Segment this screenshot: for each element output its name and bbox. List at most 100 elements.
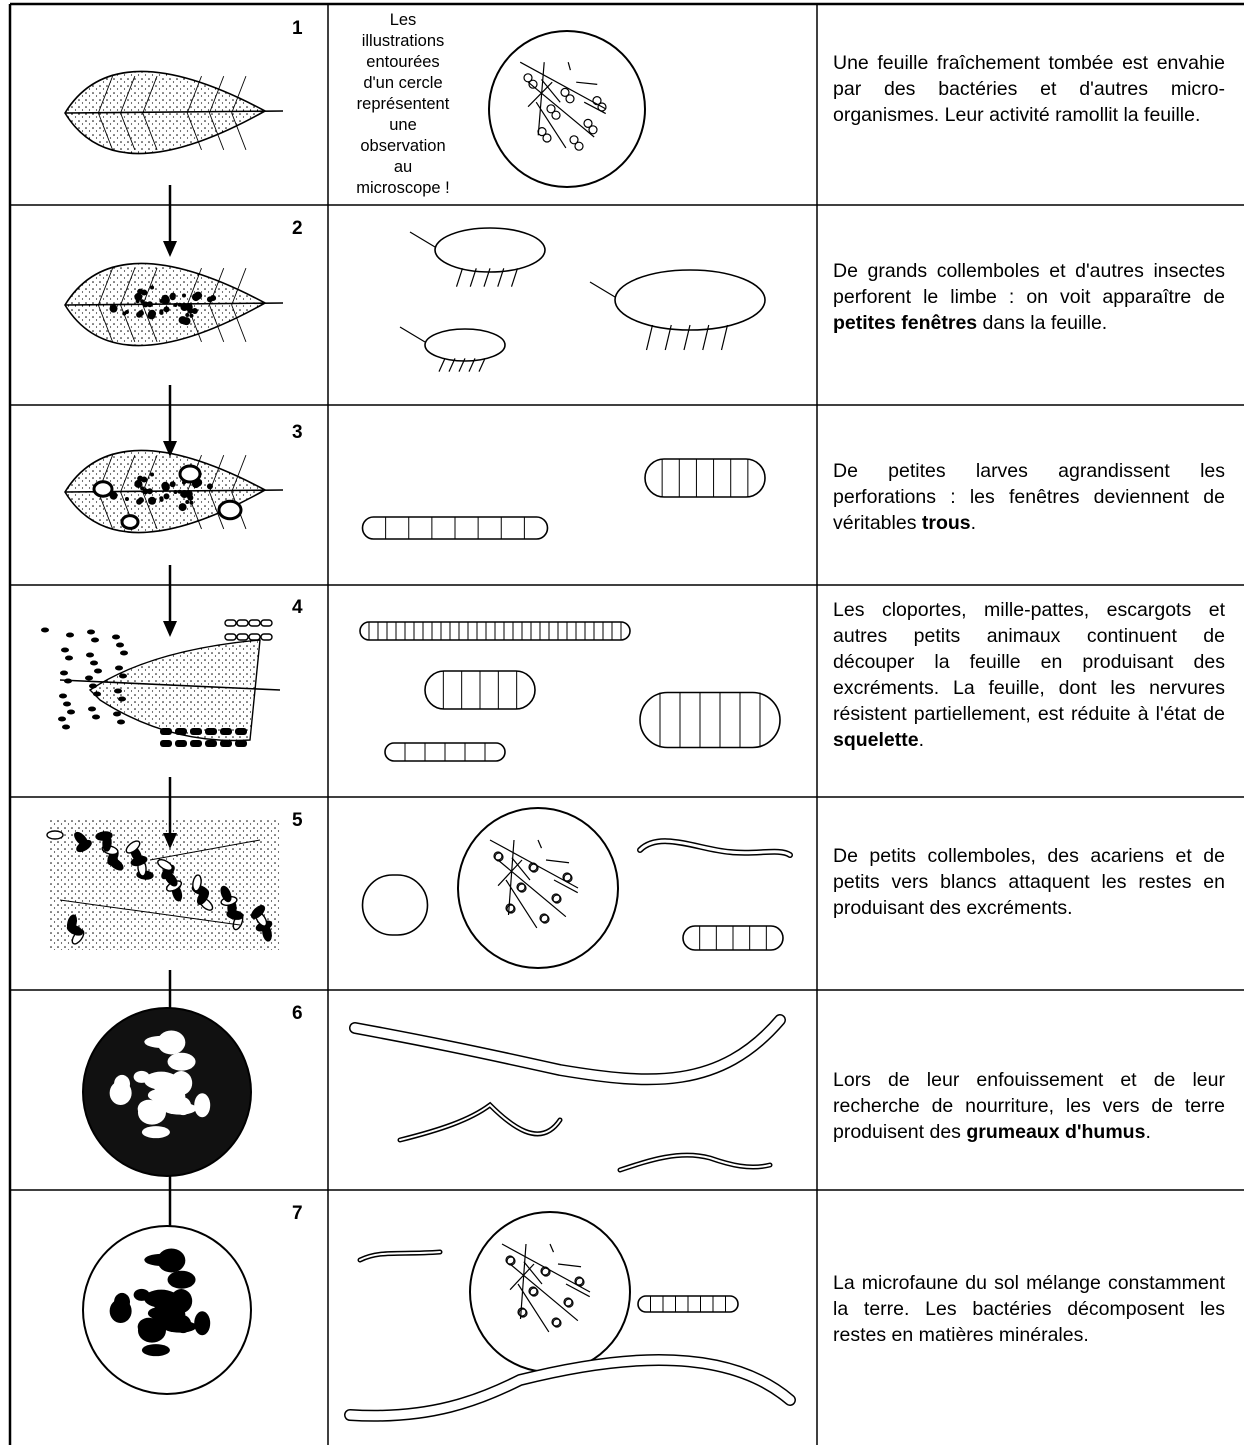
description-text: Les cloportes, mille-pattes, escargots e…: [833, 599, 1225, 725]
leaf-spot: [137, 476, 143, 482]
excrement-pellet: [92, 715, 100, 720]
stage-number: 4: [292, 597, 303, 619]
stage-number: 7: [292, 1203, 303, 1225]
antenna: [400, 327, 425, 342]
leaf-spot: [207, 483, 213, 489]
description-text: De petites larves agrandissent les perfo…: [833, 460, 1225, 534]
excrement-pellet: [220, 740, 232, 747]
excrement-pellet: [261, 634, 272, 640]
soil-crumb: [138, 1319, 166, 1343]
excrement-pellet: [60, 671, 68, 676]
excrement-pellet: [61, 648, 69, 653]
note-line: Les: [333, 10, 473, 31]
leaf-with-holes: [65, 450, 283, 532]
stage-description: La microfaune du sol mélange constamment…: [833, 1270, 1225, 1348]
note-line: représentent: [333, 94, 473, 115]
excrement-pellet: [87, 630, 95, 635]
excrement-pellet: [160, 740, 172, 747]
excrement-pellet: [58, 717, 66, 722]
description-text: La microfaune du sol mélange constamment…: [833, 1272, 1225, 1346]
soil-crumb: [168, 1271, 196, 1289]
excrement-pellet: [86, 653, 94, 658]
stage-number: 6: [292, 1003, 303, 1025]
excrement-pellet: [235, 728, 247, 735]
soil-crumb: [134, 1071, 150, 1083]
excrement-pellet: [235, 740, 247, 747]
leg: [647, 325, 653, 350]
body: [615, 270, 765, 330]
note-line: observation: [333, 136, 473, 157]
excrement-pellet: [113, 712, 121, 717]
soil-crumb: [168, 1053, 196, 1071]
stage-description: Une feuille fraîchement tombée est envah…: [833, 50, 1225, 128]
stage-number: 5: [292, 810, 303, 832]
soil-crumb: [144, 1254, 178, 1266]
earthworm-inner: [355, 1020, 780, 1079]
leaf-spot: [182, 294, 186, 298]
excrement-pellet: [160, 728, 172, 735]
springtail-round: [400, 327, 505, 372]
excrement-pellet: [237, 634, 248, 640]
excrement-pellet: [205, 728, 217, 735]
body: [645, 459, 765, 497]
excrement-pellet: [85, 676, 93, 681]
microscope-soil-bacteria: [470, 1212, 630, 1372]
leaf-fresh: [65, 71, 283, 153]
note-line: une: [333, 115, 473, 136]
note-line: illustrations: [333, 31, 473, 52]
excrement-pellet: [220, 728, 232, 735]
leaf-spot: [183, 317, 191, 325]
description-text: De grands collemboles et d'autres insect…: [833, 260, 1225, 308]
body: [425, 329, 505, 361]
leg: [457, 268, 463, 286]
excrement-pellet: [63, 702, 71, 707]
leaf-spot: [161, 482, 169, 490]
soil-crumb: [144, 1036, 178, 1048]
description-text: .: [919, 729, 924, 751]
excrement-pellet: [175, 728, 187, 735]
humus-crumbs: [83, 1008, 251, 1176]
leaf-spot: [173, 303, 177, 307]
leaf-spot: [192, 308, 198, 314]
soil-crumb: [138, 1101, 166, 1125]
excrement-pellet: [47, 831, 63, 839]
excrement-pellet: [249, 620, 260, 626]
leg: [439, 358, 445, 371]
excrement-pellet: [261, 620, 272, 626]
flow-arrowhead: [163, 621, 177, 637]
leaf-spot: [150, 472, 154, 476]
white-worm: [638, 1296, 738, 1312]
leaf-stage-column: [41, 71, 283, 1394]
note-line: d'un cercle: [333, 73, 473, 94]
excrement-pellet: [237, 620, 248, 626]
soil-crumb: [157, 1083, 179, 1101]
leaf-spot: [185, 490, 193, 498]
small-springtail: [683, 926, 783, 950]
excrement-pellet: [88, 707, 96, 712]
leaf-spot: [185, 313, 189, 317]
excrement-pellet: [89, 684, 97, 689]
leaf-spot: [163, 306, 169, 312]
leaf-spot: [136, 499, 142, 505]
leaf-spot: [143, 488, 149, 494]
excrement-pellet: [190, 740, 202, 747]
stage-description: Lors de leur enfouissement et de leur re…: [833, 1067, 1225, 1145]
leg: [722, 325, 728, 350]
excrement-pellet: [62, 725, 70, 730]
spiny-woodlouse: [640, 693, 780, 748]
note-line: au: [333, 157, 473, 178]
description-text: Une feuille fraîchement tombée est envah…: [833, 52, 1225, 126]
leaf-hole: [180, 466, 200, 482]
mite: [363, 875, 428, 935]
excrement-pellet: [59, 694, 67, 699]
stage-description: De petits collemboles, des acariens et d…: [833, 843, 1225, 921]
soil-crumb: [194, 1311, 210, 1335]
excrement-pellet: [94, 669, 102, 674]
leaf-spot: [150, 285, 154, 289]
leaf-spot: [148, 497, 156, 505]
antenna: [590, 282, 615, 297]
leaf-spot: [210, 295, 216, 301]
leaf-perforated: [65, 263, 283, 345]
excrement-pellet: [65, 656, 73, 661]
